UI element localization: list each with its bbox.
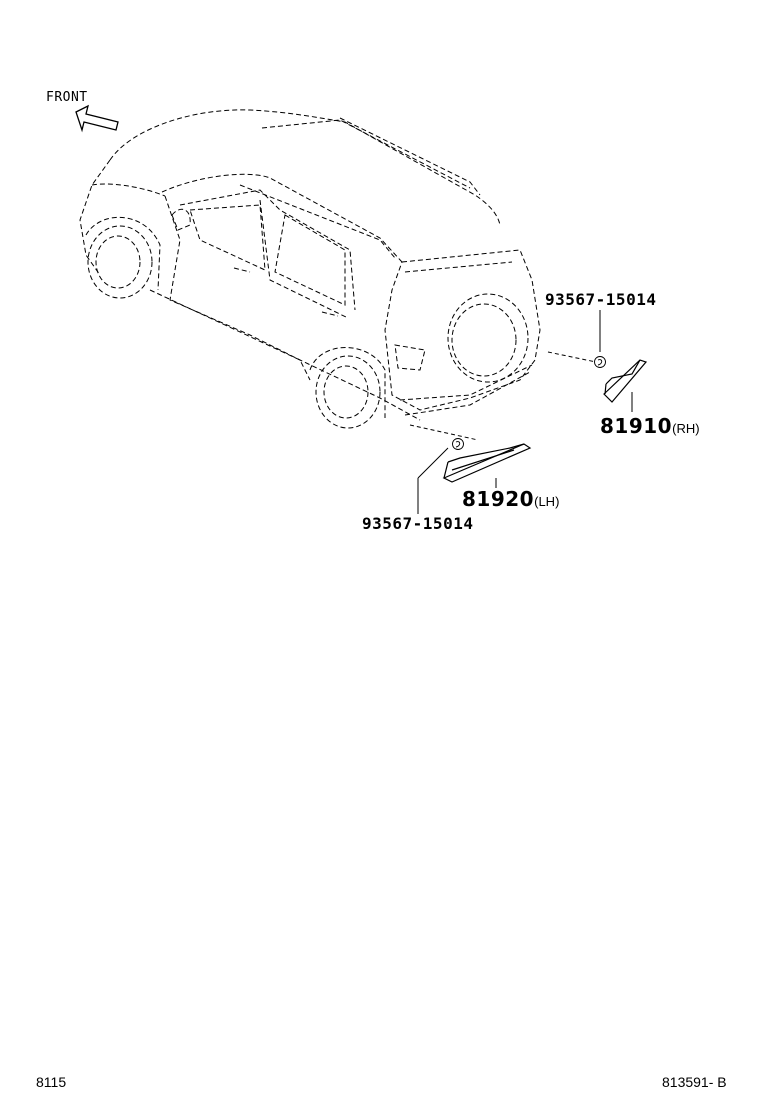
part-number-clip-rh[interactable]: 93567-15014 <box>545 290 657 309</box>
reflector-rh <box>603 359 648 403</box>
front-arrow-icon <box>75 104 119 133</box>
figure-number: 8115 <box>36 1074 67 1090</box>
reflector-lh <box>442 443 532 483</box>
side-designation: (LH) <box>534 494 560 509</box>
part-number-clip-lh[interactable]: 93567-15014 <box>362 514 474 533</box>
leader-lines <box>409 310 633 514</box>
front-label: FRONT <box>46 90 88 105</box>
side-designation: (RH) <box>672 421 700 436</box>
drawing-number: 813591- B <box>662 1074 727 1090</box>
part-number: 81910 <box>600 414 673 438</box>
clip-icon <box>594 356 606 368</box>
part-number-reflector-rh[interactable]: 81910(RH) <box>600 414 700 438</box>
part-number-reflector-lh[interactable]: 81920(LH) <box>462 487 559 511</box>
part-number: 81920 <box>462 487 535 511</box>
vehicle-outline <box>79 109 541 429</box>
clip-icon <box>452 438 464 450</box>
